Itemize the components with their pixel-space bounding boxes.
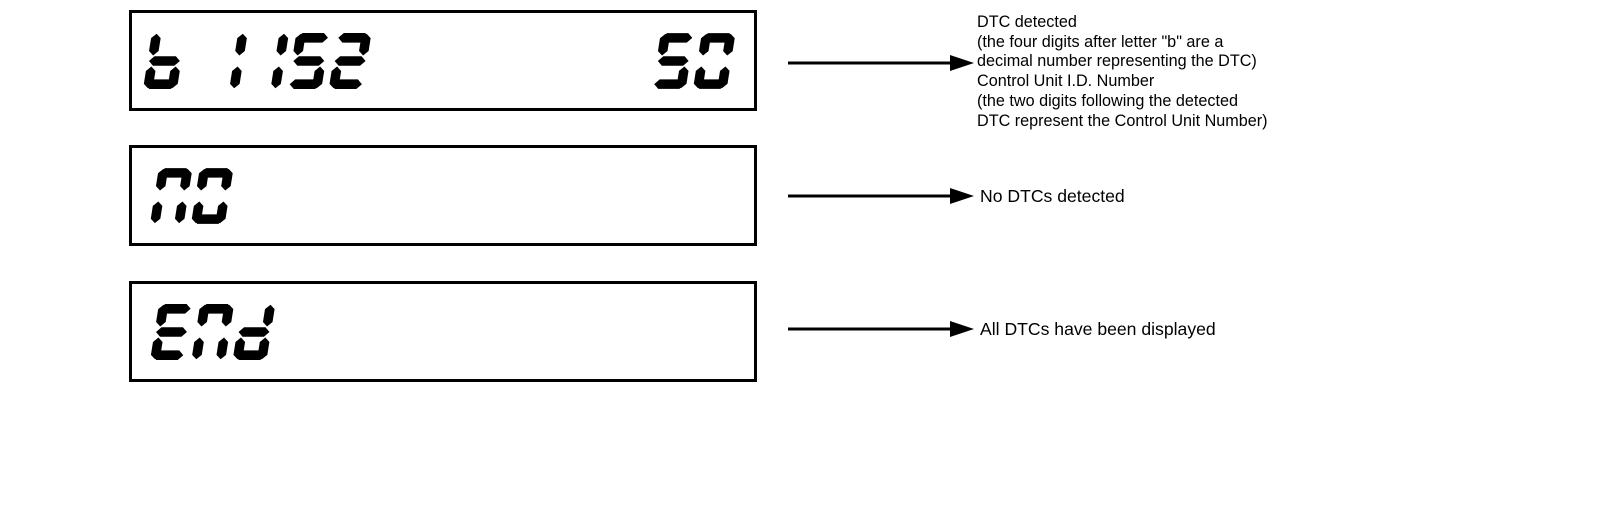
annotation-no-dtcs: No DTCs detected [980, 186, 1125, 206]
annotation-line: (the two digits following the detected [977, 91, 1238, 110]
lcd-control-unit-id-readout [652, 32, 737, 89]
lcd-display-box-end [129, 281, 757, 382]
annotation-line: DTC detected [977, 13, 1077, 31]
annotation-dtc-detected: DTC detected (the four digits after lett… [977, 13, 1268, 131]
lcd-display-box-dtc [129, 10, 757, 111]
lcd-end-readout [150, 303, 277, 360]
lcd-dtc-code-readout [143, 32, 373, 89]
lcd-display-box-no-dtc [129, 145, 757, 246]
arrow-icon-end [788, 321, 974, 337]
annotation-line: (the four digits after letter "b" are a [977, 32, 1224, 51]
arrow-icon-dtc [788, 55, 974, 71]
arrow-icon-no-dtc [788, 188, 974, 204]
annotation-all-dtcs-displayed: All DTCs have been displayed [980, 319, 1216, 339]
annotation-line: Control Unit I.D. Number [977, 72, 1155, 91]
annotation-line: DTC represent the Control Unit Number) [977, 111, 1268, 130]
annotation-line: decimal number representing the DTC) [977, 52, 1257, 71]
lcd-no-readout [150, 167, 235, 224]
